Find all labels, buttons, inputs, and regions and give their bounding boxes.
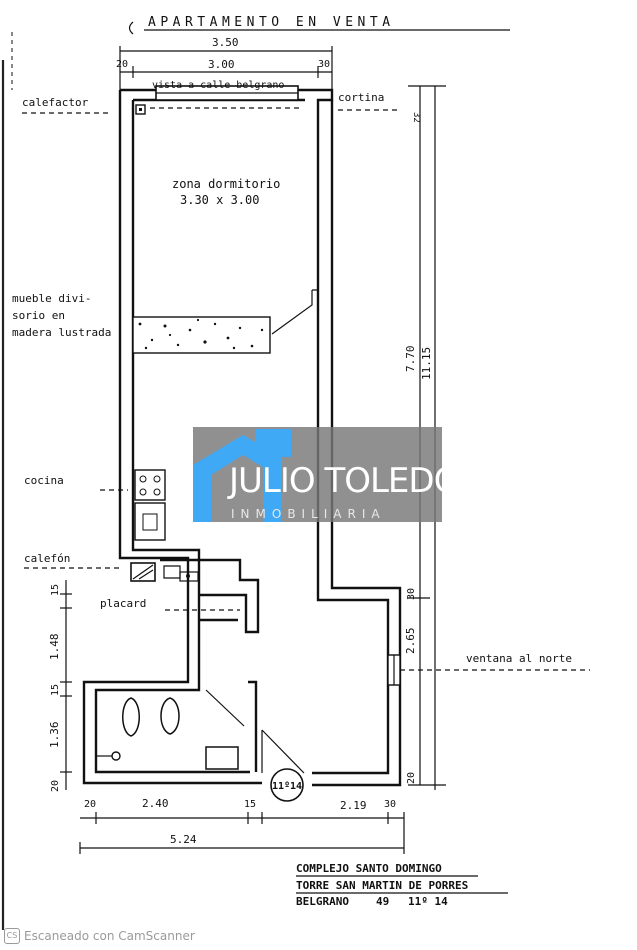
dim-bot-219: 2.19 [340, 799, 367, 812]
mueble-texture [138, 318, 264, 350]
dim-top-inner: 3.00 [208, 58, 235, 71]
label-cortina: cortina [338, 91, 384, 104]
dim-left-20: 20 [50, 780, 61, 792]
unit-badge [270, 768, 304, 802]
hornalla-icon [139, 488, 147, 496]
cocina-anafe [134, 469, 166, 501]
counter-sink [179, 571, 199, 582]
bath-sink-icon [122, 697, 140, 737]
watermark-subtitle: INMOBILIARIA [231, 507, 386, 521]
bath-door-leaf [205, 689, 245, 727]
counter-box [163, 565, 181, 579]
toilet-icon [160, 697, 180, 735]
dim-right-265: 2.65 [404, 628, 417, 655]
wall-right-outer [312, 100, 402, 787]
wall-inner [94, 100, 250, 774]
room-label-zona: zona dormitorio [172, 177, 280, 191]
label-calefon: calefón [24, 552, 70, 565]
label-cocina: cocina [24, 474, 64, 487]
calefon-hatch [132, 564, 154, 580]
mueble-divisorio [132, 316, 271, 354]
label-calefactor: calefactor [22, 96, 89, 109]
label-vista: vista a calle belgrano [152, 80, 284, 91]
dim-top-left: 20 [116, 59, 128, 70]
camscanner-footer: CS Escaneado con CamScanner [4, 927, 195, 945]
dim-bot-total: 5.24 [170, 833, 197, 846]
entry-door-swing [261, 729, 305, 774]
plan-title: APARTAMENTO EN VENTA [148, 15, 395, 30]
counter-wall [160, 558, 260, 634]
dim-top-total: 3.50 [212, 36, 239, 49]
inmobiliaria-watermark: JULIO TOLEDO INMOBILIARIA [193, 427, 460, 522]
mueble-leader-2 [312, 289, 319, 330]
camscanner-text: Escaneado con CamScanner [24, 929, 195, 943]
dim-right-30: 30 [406, 588, 417, 600]
wall-outer [82, 90, 262, 785]
dim-right-32: 32 [411, 112, 421, 123]
calefactor-dot [139, 108, 142, 111]
counter-tap [186, 574, 190, 578]
unit-badge-text: 11º14 [272, 781, 302, 792]
house-logo-icon [193, 429, 291, 522]
pileta-bowl [142, 513, 158, 531]
label-mueble-1: mueble divi- [12, 292, 91, 305]
shower-drain-icon [111, 751, 121, 761]
dim-top-right: 30 [318, 59, 330, 70]
dim-right-20: 20 [406, 772, 417, 784]
label-mueble-2: sorio en [12, 309, 65, 322]
hornalla-icon [153, 488, 161, 496]
dim-bot-15: 15 [244, 799, 256, 810]
label-placard: placard [100, 597, 146, 610]
footer-line-3a: BELGRANO [296, 895, 349, 908]
dim-right-1115: 11.15 [420, 347, 433, 380]
dim-left-15b: 15 [50, 684, 61, 696]
camscanner-logo-icon: CS [4, 928, 20, 944]
footer-line-3c: 11º 14 [408, 895, 448, 908]
hornalla-icon [153, 475, 161, 483]
calefon-hatch [138, 569, 154, 580]
label-mueble-3: madera lustrada [12, 326, 111, 339]
title-mark [128, 21, 134, 35]
dim-bot-30: 30 [384, 799, 396, 810]
footer-line-1: COMPLEJO SANTO DOMINGO [296, 862, 442, 875]
dim-left-15a: 15 [50, 584, 61, 596]
dim-left-136: 1.36 [48, 722, 61, 749]
bidet-icon [205, 746, 239, 770]
calefactor-unit [135, 104, 146, 115]
dim-bot-240: 2.40 [142, 797, 169, 810]
bath-wall [248, 680, 258, 772]
footer-line-2: TORRE SAN MARTIN DE PORRES [296, 879, 468, 892]
hornalla-icon [139, 475, 147, 483]
watermark-name: JULIO TOLEDO [229, 461, 460, 501]
footer-line-3b: 49 [376, 895, 389, 908]
dim-bot-20: 20 [84, 799, 96, 810]
dim-right-770: 7.70 [404, 346, 417, 373]
mueble-leader [271, 290, 313, 335]
dim-left-148: 1.48 [48, 634, 61, 661]
calefon-unit [130, 562, 156, 582]
pileta-cocina [134, 502, 166, 541]
room-label-zona-dim: 3.30 x 3.00 [180, 193, 259, 207]
label-ventana: ventana al norte [466, 652, 572, 665]
